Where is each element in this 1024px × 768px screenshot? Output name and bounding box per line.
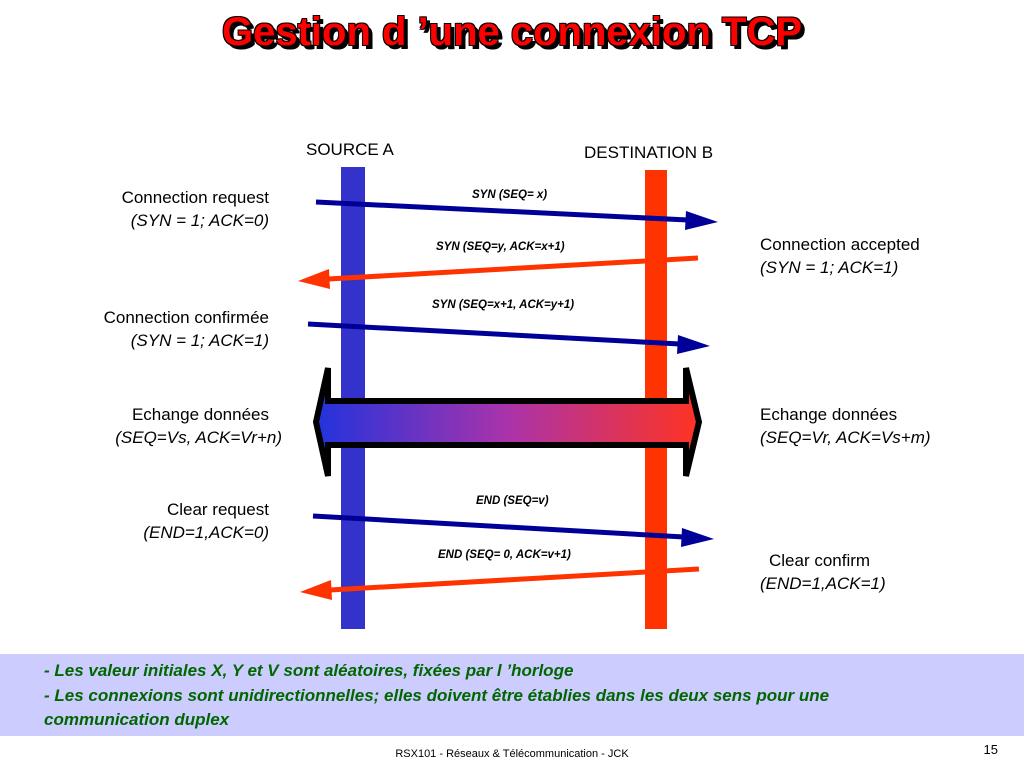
label-exchange-left: Echange données (SEQ=Vs, ACK=Vr+n) bbox=[115, 403, 282, 449]
label-exchange-left-title: Echange données bbox=[131, 405, 269, 424]
label-connection-confirmed-flags: (SYN = 1; ACK=1) bbox=[130, 331, 269, 350]
message-label-syn-confirm: SYN (SEQ=x+1, ACK=y+1) bbox=[432, 299, 575, 311]
label-clear-request-flags: (END=1,ACK=0) bbox=[143, 523, 269, 542]
note-line-1: - Les valeur initiales X, Y et V sont al… bbox=[44, 661, 574, 680]
label-connection-accepted-title: Connection accepted bbox=[760, 235, 920, 254]
arrow-syn-accept bbox=[298, 255, 699, 289]
label-connection-accepted-flags: (SYN = 1; ACK=1) bbox=[760, 258, 899, 277]
label-exchange-right-params: (SEQ=Vr, ACK=Vs+m) bbox=[760, 428, 931, 447]
destination-title: DESTINATION B bbox=[584, 143, 714, 162]
message-label-end-request: END (SEQ=v) bbox=[476, 495, 549, 507]
label-connection-confirmed-title: Connection confirmée bbox=[103, 308, 269, 327]
label-connection-request-title: Connection request bbox=[121, 188, 269, 207]
label-clear-request-title: Clear request bbox=[166, 500, 269, 519]
message-label-syn-accept: SYN (SEQ=y, ACK=x+1) bbox=[436, 241, 565, 253]
label-connection-request-flags: (SYN = 1; ACK=0) bbox=[130, 211, 269, 230]
notes-box: - Les valeur initiales X, Y et V sont al… bbox=[0, 654, 1024, 736]
label-clear-confirm-title: Clear confirm bbox=[769, 551, 871, 570]
note-line-3: communication duplex bbox=[44, 710, 230, 729]
label-connection-accepted: Connection accepted (SYN = 1; ACK=1) bbox=[760, 233, 920, 279]
message-label-end-confirm: END (SEQ= 0, ACK=v+1) bbox=[438, 549, 571, 561]
footer-text: RSX101 - Réseaux & Télécommunication - J… bbox=[395, 748, 629, 760]
arrow-end-request bbox=[312, 513, 714, 547]
label-exchange-right-title: Echange données bbox=[760, 405, 898, 424]
label-clear-confirm-flags: (END=1,ACK=1) bbox=[760, 574, 886, 593]
arrow-end-confirm bbox=[300, 566, 700, 600]
label-clear-confirm: Clear confirm (END=1,ACK=1) bbox=[760, 549, 886, 595]
arrow-syn-confirm bbox=[307, 321, 710, 354]
label-connection-request: Connection request (SYN = 1; ACK=0) bbox=[122, 186, 269, 232]
label-clear-request: Clear request (END=1,ACK=0) bbox=[143, 498, 269, 544]
arrow-syn-request bbox=[315, 199, 718, 230]
note-line-2: - Les connexions sont unidirectionnelles… bbox=[44, 686, 830, 705]
message-label-syn-request: SYN (SEQ= x) bbox=[472, 189, 548, 201]
label-exchange-left-params: (SEQ=Vs, ACK=Vr+n) bbox=[115, 428, 282, 447]
page-number: 15 bbox=[983, 742, 998, 757]
label-connection-confirmed: Connection confirmée (SYN = 1; ACK=1) bbox=[104, 306, 269, 352]
tcp-sequence-diagram bbox=[298, 167, 718, 629]
label-exchange-right: Echange données (SEQ=Vr, ACK=Vs+m) bbox=[760, 403, 931, 449]
slide-title: Gestion d ’une connexion TCP bbox=[221, 10, 803, 54]
source-title: SOURCE A bbox=[306, 140, 394, 159]
arrow-data-exchange bbox=[312, 367, 703, 477]
